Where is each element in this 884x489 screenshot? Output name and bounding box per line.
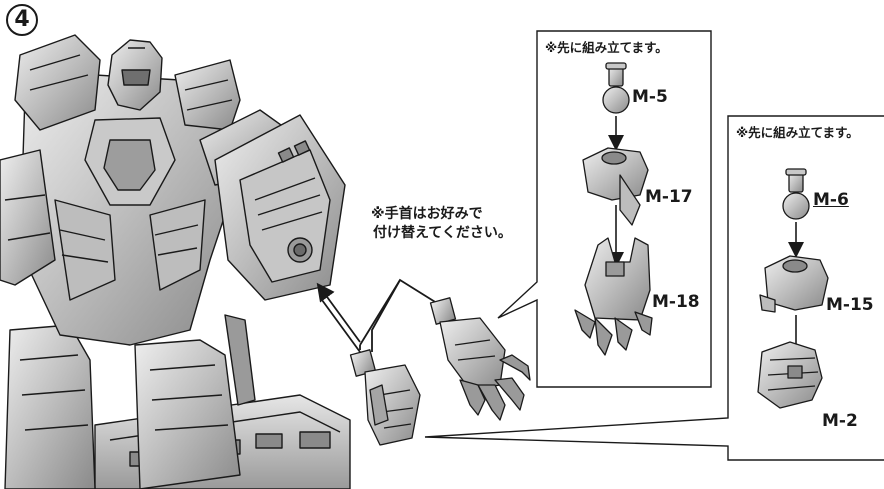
step-number: 4: [14, 7, 30, 32]
robot-legs: [4, 314, 256, 489]
step-number-badge: 4: [6, 4, 38, 36]
robot-illustration: [0, 34, 351, 489]
callout-b-title: ※先に組み立てます。: [736, 125, 859, 140]
robot-right-arm: [199, 109, 346, 301]
robot-left-arm: [0, 149, 56, 286]
robot-head: [107, 39, 163, 111]
callout-a-parts: [574, 62, 653, 356]
part-label-m5: M-5: [632, 87, 668, 107]
wrist-swap-note-line2: 付け替えてください。: [373, 225, 512, 241]
part-label-m17: M-17: [645, 187, 693, 207]
robot-torso: [19, 74, 231, 346]
callout-a-frame: [497, 30, 712, 388]
callout-b-parts: [757, 168, 829, 409]
closed-fist-hand: [349, 349, 421, 446]
wrist-swap-note: ※手首はお好みで 付け替えてください。: [371, 205, 512, 243]
callout-a-title: ※先に組み立てます。: [545, 40, 668, 55]
open-claw-hand: [429, 297, 531, 421]
robot-shoulders: [14, 34, 241, 131]
part-label-m6: M-6: [813, 190, 849, 210]
assembly-arrow: [322, 280, 441, 353]
part-label-m18: M-18: [652, 292, 700, 312]
part-label-m2: M-2: [822, 411, 858, 431]
wrist-swap-note-line1: ※手首はお好みで: [371, 206, 483, 222]
part-label-m15: M-15: [826, 295, 874, 315]
